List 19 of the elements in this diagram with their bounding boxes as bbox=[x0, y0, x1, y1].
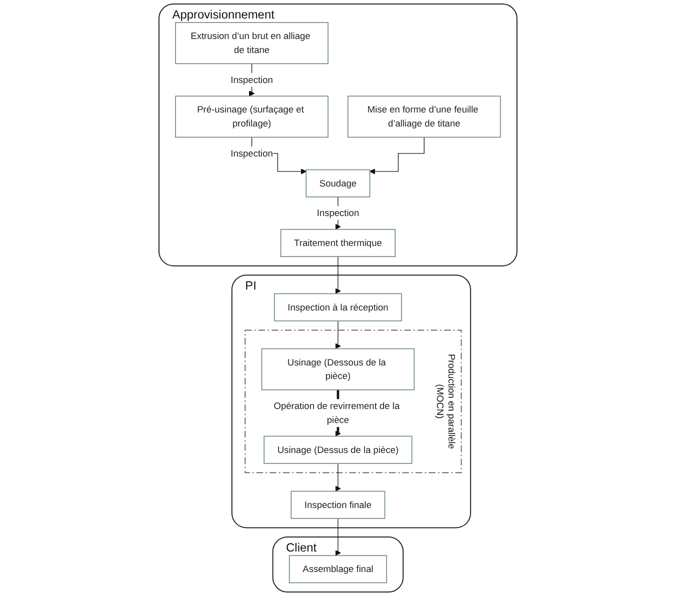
node-box: Traitement thermique bbox=[280, 228, 396, 257]
node-box: Pré-usinage (surfaçage et profilage) bbox=[175, 96, 328, 138]
node-box: Assemblage final bbox=[288, 555, 388, 584]
node-box: Usinage (Dessous de la pièce) bbox=[261, 348, 415, 390]
node-box: Inspection à la réception bbox=[274, 293, 402, 322]
arrow bbox=[335, 518, 341, 556]
node-box: Extrusion d’un brut en alliage de titane bbox=[175, 22, 328, 64]
arrow bbox=[369, 136, 424, 174]
edge-label: Inspection bbox=[230, 148, 273, 158]
arrow bbox=[335, 256, 341, 294]
node-box: Inspection finale bbox=[290, 490, 386, 519]
node-box: Soudage bbox=[306, 169, 370, 198]
arrow bbox=[335, 320, 341, 349]
arrow bbox=[335, 463, 341, 492]
edge-label: Inspection bbox=[230, 74, 273, 85]
node-box: Usinage (Dessus de la pièce) bbox=[264, 436, 412, 464]
edge-label: Opération de revirrement de la pièce bbox=[274, 400, 400, 425]
node-box: Mise en forme d’une feuille d’alliage de titane bbox=[348, 96, 501, 138]
edge-label: Inspection bbox=[316, 208, 360, 218]
